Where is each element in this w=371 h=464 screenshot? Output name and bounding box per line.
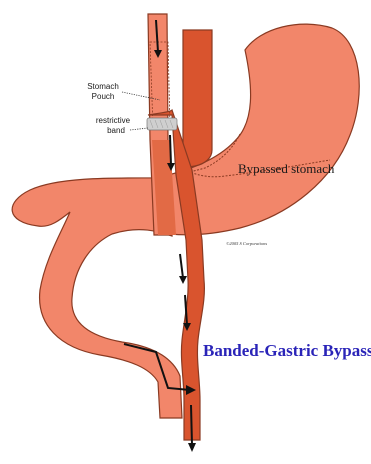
label-bypassed-stomach: Bypassed stomach bbox=[238, 161, 335, 176]
diagram-title: Banded-Gastric Bypass bbox=[203, 341, 371, 360]
leader-restrictive-band bbox=[130, 128, 148, 130]
arrow-pouch bbox=[170, 135, 171, 165]
label-copyright: ©2005 S Corporations bbox=[226, 241, 267, 246]
label-restrictive-band-line2: band bbox=[107, 126, 125, 135]
label-restrictive-band-line1: restrictive bbox=[96, 116, 131, 125]
label-stomach-pouch-line1: Stomach bbox=[87, 82, 119, 91]
arrow-roux-1 bbox=[180, 254, 183, 278]
stomach-neck bbox=[183, 30, 212, 168]
arrow-common bbox=[191, 405, 192, 445]
label-stomach-pouch-line2: Pouch bbox=[92, 92, 115, 101]
